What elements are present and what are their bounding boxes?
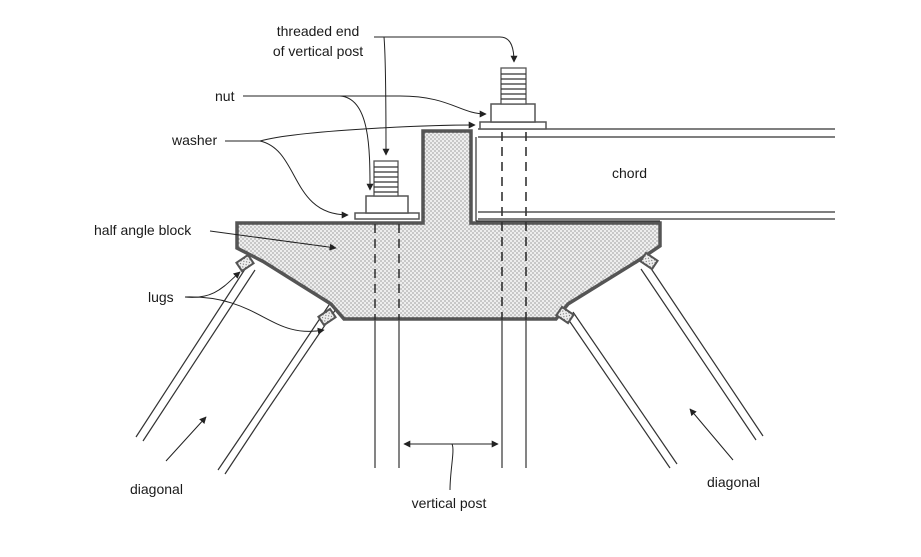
- leader-nut: [243, 95, 487, 191]
- right-bolt-assembly: [479, 67, 547, 130]
- label-diagonal-right: diagonal: [707, 474, 760, 490]
- lug-left-lower: [317, 307, 337, 327]
- washer-right: [479, 121, 547, 130]
- label-diagonal-left: diagonal: [130, 481, 183, 497]
- nut-right: [490, 103, 536, 123]
- threads-left: [373, 160, 399, 197]
- dimension-vertical-post: [403, 440, 499, 491]
- chord-end: [475, 137, 660, 222]
- lug-right-upper: [639, 251, 659, 271]
- label-vertical-post: vertical post: [412, 495, 487, 511]
- label-threaded-end-line2: of vertical post: [273, 43, 363, 59]
- post-hidden-lines-right: [501, 132, 527, 320]
- label-half-angle-block: half angle block: [94, 222, 192, 238]
- label-washer: washer: [171, 132, 217, 148]
- post-hidden-lines-left: [374, 224, 400, 320]
- leader-threaded-end: [374, 36, 518, 156]
- vertical-post-left: [374, 320, 400, 468]
- diagonal-right-member: [565, 263, 764, 469]
- leader-diagonal-right: [689, 408, 734, 461]
- washer-left: [354, 212, 420, 220]
- label-threaded-end-line1: threaded end: [277, 23, 360, 39]
- left-bolt-assembly: [354, 160, 420, 220]
- lug-left-upper: [235, 253, 255, 273]
- chord-member: [478, 128, 835, 220]
- vertical-post-right: [501, 320, 527, 468]
- label-chord: chord: [612, 165, 647, 181]
- label-lugs: lugs: [148, 289, 174, 305]
- leader-washer: [225, 121, 476, 219]
- half-angle-block: [235, 129, 662, 321]
- leader-half-angle-block: [209, 230, 337, 251]
- nut-left: [365, 195, 409, 214]
- label-nut: nut: [215, 88, 235, 104]
- leader-diagonal-left: [165, 416, 207, 462]
- leader-lugs: [184, 271, 325, 335]
- lug-right-lower: [555, 305, 575, 325]
